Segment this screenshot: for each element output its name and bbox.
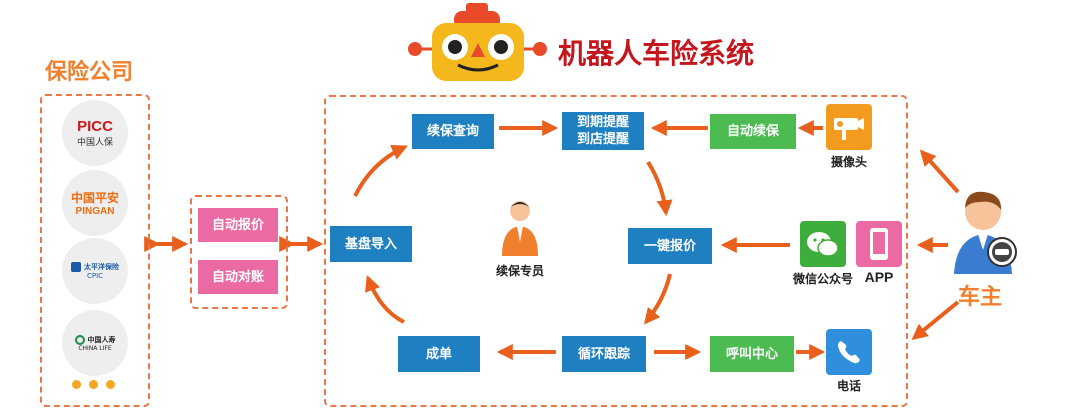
- middle-panel: [190, 195, 288, 309]
- insurer-cpic: 太平洋保险 CPIC: [62, 238, 128, 304]
- insurer-picc: PICC 中国人保: [62, 100, 128, 166]
- cpic-icon: [71, 262, 81, 272]
- renewal-query-box: 续保查询: [412, 114, 494, 149]
- more-dots-icon: [72, 380, 115, 389]
- robot-logo-icon: [408, 3, 547, 81]
- one-click-quote-box: 一键报价: [628, 228, 712, 264]
- phone-label: 电话: [836, 379, 861, 393]
- cpic-logo: 太平洋保险: [84, 263, 119, 271]
- reminder-line-2: 到店提醒: [576, 132, 629, 147]
- loop-follow-box: 循环跟踪: [562, 336, 646, 372]
- pingan-logo: 中国平安: [70, 191, 119, 205]
- insurer-pingan: 中国平安 PINGAN: [62, 170, 128, 236]
- auto-quote-box: 自动报价: [198, 208, 278, 242]
- app-label: APP: [864, 269, 894, 285]
- specialist-icon: [502, 201, 538, 256]
- reminder-line-1: 到期提醒: [576, 115, 629, 130]
- insurers-title: 保险公司: [45, 60, 134, 85]
- chinalife-logo: 中国人寿: [87, 335, 116, 344]
- page-title: 机器人车险系统: [558, 37, 755, 70]
- pingan-name: PINGAN: [75, 206, 115, 217]
- camera-icon: [826, 104, 872, 150]
- insurers-panel: [40, 94, 150, 407]
- import-box: 基盘导入: [330, 226, 412, 262]
- picc-name: 中国人保: [76, 138, 113, 148]
- deal-box: 成单: [398, 336, 480, 372]
- chinalife-icon: [74, 334, 85, 345]
- car-owner-icon: [954, 191, 1017, 274]
- owner-label: 车主: [958, 285, 1003, 310]
- call-center-box: 呼叫中心: [710, 336, 794, 372]
- phone-icon: [826, 329, 872, 375]
- picc-logo: PICC: [77, 118, 113, 135]
- wechat-label: 微信公众号: [792, 272, 853, 286]
- auto-renew-box: 自动续保: [710, 114, 796, 149]
- system-panel: [324, 95, 908, 407]
- specialist-label: 续保专员: [495, 264, 544, 278]
- insurer-chinalife: 中国人寿 CHINA LIFE: [62, 310, 128, 376]
- wechat-icon: [800, 221, 846, 267]
- app-phone-icon: [856, 221, 902, 267]
- auto-reconcile-box: 自动对账: [198, 260, 278, 294]
- camera-label: 摄像头: [830, 155, 867, 169]
- chinalife-name: CHINA LIFE: [78, 344, 112, 352]
- reminder-box: 到期提醒 到店提醒: [562, 112, 644, 150]
- cpic-name: CPIC: [86, 272, 104, 280]
